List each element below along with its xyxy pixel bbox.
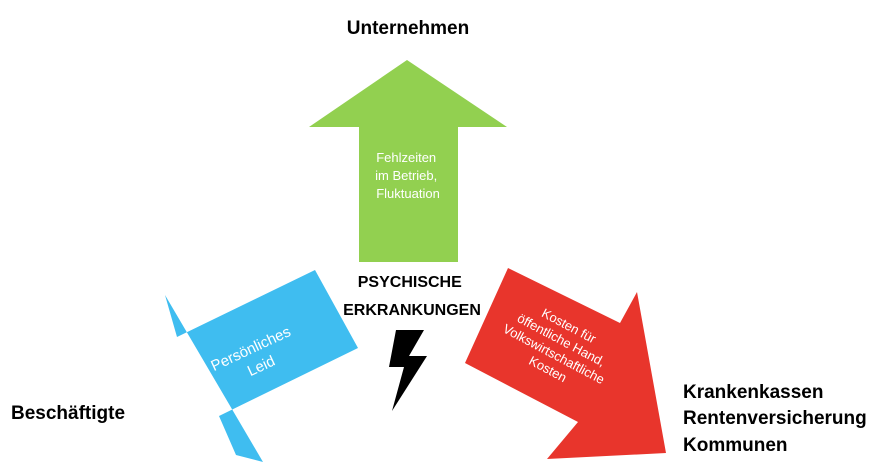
arrow-up-text-3: Fluktuation — [376, 186, 440, 201]
stakeholder-right-line-2: Rentenversicherung — [683, 408, 867, 429]
lightning-bolt-icon — [389, 330, 427, 411]
arrow-up-text-2: im Betrieb, — [375, 168, 437, 183]
svg-text:PSYCHISCHE ERKRANKUNGEN: PSYCHISCHE ERKRANKUNGEN — [343, 274, 481, 319]
center-title-line-2: ERKRANKUNGEN — [343, 302, 481, 319]
center-title-line-1: PSYCHISCHE — [358, 274, 462, 291]
arrow-up-text-1: Fehlzeiten — [376, 150, 436, 165]
stakeholder-top-label: Unternehmen — [347, 18, 469, 39]
stakeholder-right-line-1: Krankenkassen — [683, 382, 823, 403]
arrow-left-blue — [165, 270, 358, 462]
arrow-up-green — [309, 60, 507, 262]
stakeholder-left-label: Beschäftigte — [11, 403, 125, 424]
svg-text:Krankenkassen Rentenversic: Krankenkassen Rentenversicherung Kommune… — [683, 382, 872, 456]
stakeholder-right-line-3: Kommunen — [683, 435, 788, 456]
svg-text:Fehlzeiten im Betrieb,: Fehlzeiten im Betrieb, Fluktuation — [375, 150, 441, 201]
arrow-right-red — [465, 268, 666, 459]
